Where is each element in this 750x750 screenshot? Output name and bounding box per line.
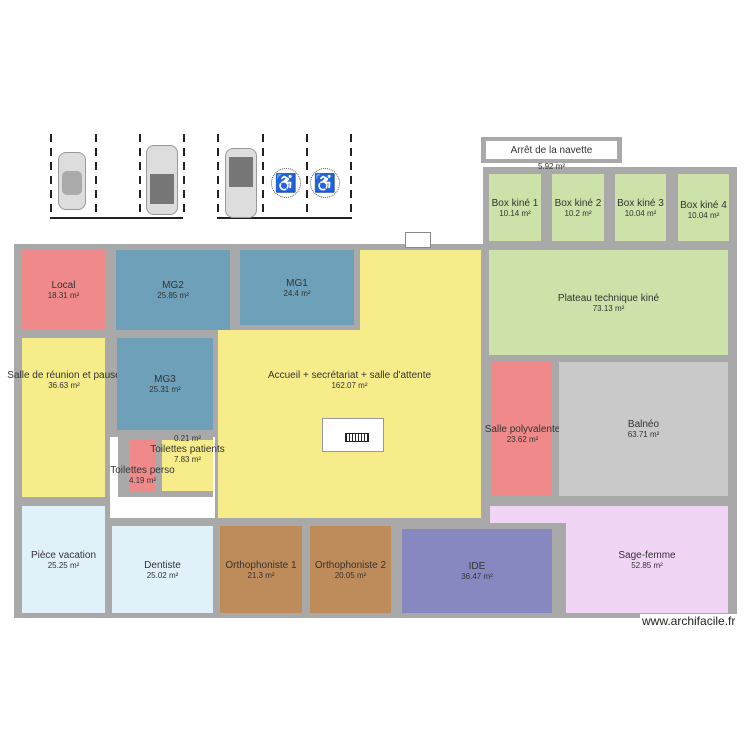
polyvalente-area: 23.62 m² (506, 435, 539, 444)
accueil-area: 162.07 m² (331, 381, 368, 390)
toilettes-perso-label: Toilettes perso (110, 465, 175, 476)
room-accueil-upper (360, 250, 481, 335)
room-salle-polyvalente (491, 362, 552, 496)
car-icon (58, 152, 86, 210)
accueil-label: Accueil + secrétariat + salle d'attente (267, 370, 432, 381)
toilettes-patients-area: 7.83 m² (173, 455, 202, 464)
polyvalente-label: Salle polyvalente (484, 424, 561, 435)
reception-desk-icon (322, 418, 384, 452)
wheelchair-icon: ♿ (310, 168, 340, 198)
reunion-area: 36.63 m² (48, 381, 80, 390)
car-icon (146, 145, 178, 215)
door-icon[interactable] (405, 232, 431, 248)
wheelchair-icon: ♿ (271, 168, 301, 198)
watermark: www.archifacile.fr (640, 614, 738, 628)
room-salle-reunion (22, 338, 105, 497)
area-arret: 5.92 m² (537, 162, 566, 171)
car-icon (225, 148, 257, 218)
reunion-label: Salle de réunion et pause (7, 370, 121, 381)
room-toilettes-perso (130, 440, 155, 492)
toilettes-perso-area: 4.19 m² (128, 476, 157, 485)
room-arret: Arrêt de la navette (486, 141, 617, 159)
toilettes-patients-label: Toilettes patients (150, 444, 225, 455)
room-toilettes-patients (162, 440, 213, 491)
small-area: 0.21 m² (173, 434, 202, 443)
